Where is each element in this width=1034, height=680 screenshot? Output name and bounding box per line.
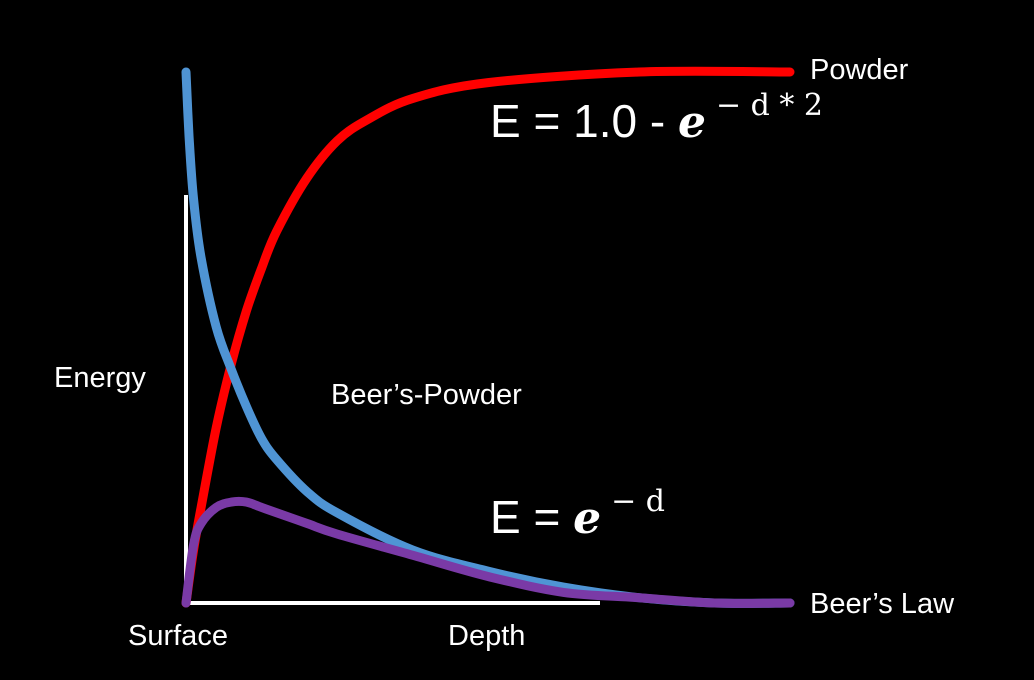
- powder-formula-lhs: E = 1.0 -: [490, 95, 678, 147]
- series-label-beers-law: Beer’s Law: [810, 588, 955, 620]
- series-line-powder: [181, 66, 795, 608]
- series-line-beer-s-law: [181, 67, 795, 608]
- beers-law-formula-base: e: [573, 493, 602, 544]
- beers-law-formula-lhs: E =: [490, 491, 574, 543]
- y-axis-label: Energy: [54, 362, 146, 394]
- powder-formula: E = 1.0 - e − d * 2: [490, 91, 823, 148]
- series-layer: [181, 66, 795, 608]
- beers-law-formula: E = e − d: [490, 487, 665, 544]
- series-line-beer-s-powder: [181, 496, 795, 608]
- powder-formula-base: e: [677, 97, 706, 148]
- x-axis-origin-label: Surface: [128, 620, 228, 652]
- beers-law-formula-exponent: − d: [611, 484, 665, 519]
- x-axis-label: Depth: [448, 620, 526, 652]
- series-label-beers-powder: Beer’s-Powder: [331, 379, 522, 411]
- series-label-powder: Powder: [810, 54, 909, 86]
- powder-formula-exponent: − d * 2: [715, 88, 823, 123]
